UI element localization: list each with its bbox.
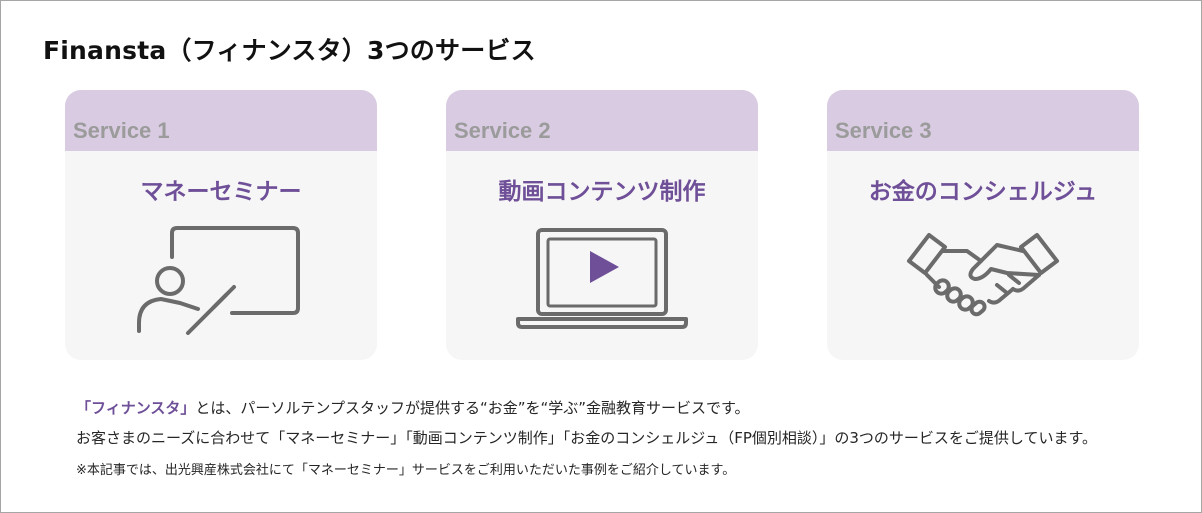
service-card-header: Service 3 [827,90,1139,151]
service-card-2: Service 2 動画コンテンツ制作 [446,90,758,360]
handshake-icon [905,231,1061,321]
video-laptop-icon [516,227,688,335]
footnote: ※本記事では、出光興産株式会社にて「マネーセミナー」サービスをご利用いただいた事… [76,463,736,478]
service-card-header: Service 2 [446,90,758,151]
page-title: Finansta（フィナンスタ）3つのサービス [43,36,536,65]
service-title: マネーセミナー [140,179,302,205]
description-line-1: 「フィナンスタ」とは、パーソルテンプスタッフが提供する“お金”を“学ぶ”金融教育… [76,397,750,418]
presentation-icon [136,223,306,339]
description-text: とは、パーソルテンプスタッフが提供する“お金”を“学ぶ”金融教育サービスです。 [195,399,750,417]
service-title: 動画コンテンツ制作 [498,179,706,205]
description-line-2: お客さまのニーズに合わせて「マネーセミナー」「動画コンテンツ制作」「お金のコンシ… [76,429,1097,447]
service-card-3: Service 3 お金のコンシェルジュ [827,90,1139,360]
service-title: お金のコンシェルジュ [868,179,1098,205]
service-label: Service 2 [454,118,551,143]
service-label: Service 1 [73,118,170,143]
brand-name: 「フィナンスタ」 [76,399,196,417]
service-label: Service 3 [835,118,932,143]
service-card-header: Service 1 [65,90,377,151]
service-card-1: Service 1 マネーセミナー [65,90,377,360]
